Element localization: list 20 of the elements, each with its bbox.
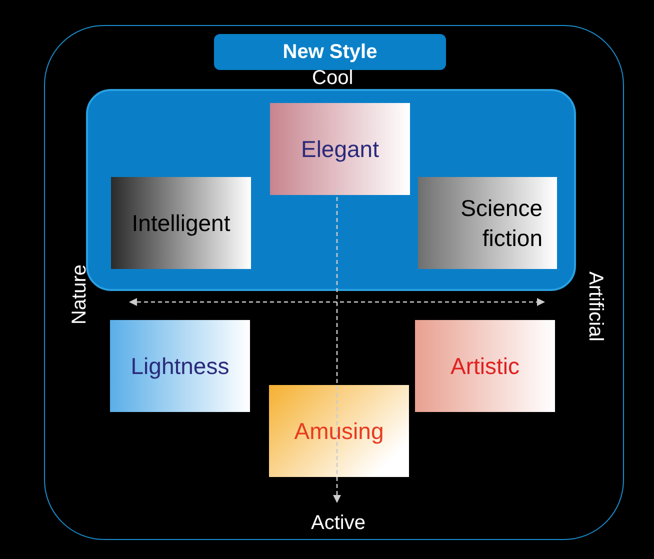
category-label: Artistic [450,352,520,381]
category-label: Amusing [294,417,384,446]
category-label: Intelligent [132,209,230,238]
title-banner [214,34,446,70]
category-card [270,103,410,195]
highlight-panel [86,89,576,291]
axis-label: Cool [312,67,354,90]
category-card [110,320,250,412]
category-label: Lightness [130,352,230,381]
category-card [269,385,409,477]
axis-label: Nature [68,264,92,325]
category-label: Elegant [300,135,379,164]
axis-label: Active [311,512,366,535]
frame-border [44,25,624,540]
category-card [111,177,251,269]
category-card [418,177,557,269]
category-label: Science fiction [460,194,542,253]
banner-title: New Style [282,40,378,65]
category-card [415,320,555,412]
axis-label: Artificial [584,272,606,342]
